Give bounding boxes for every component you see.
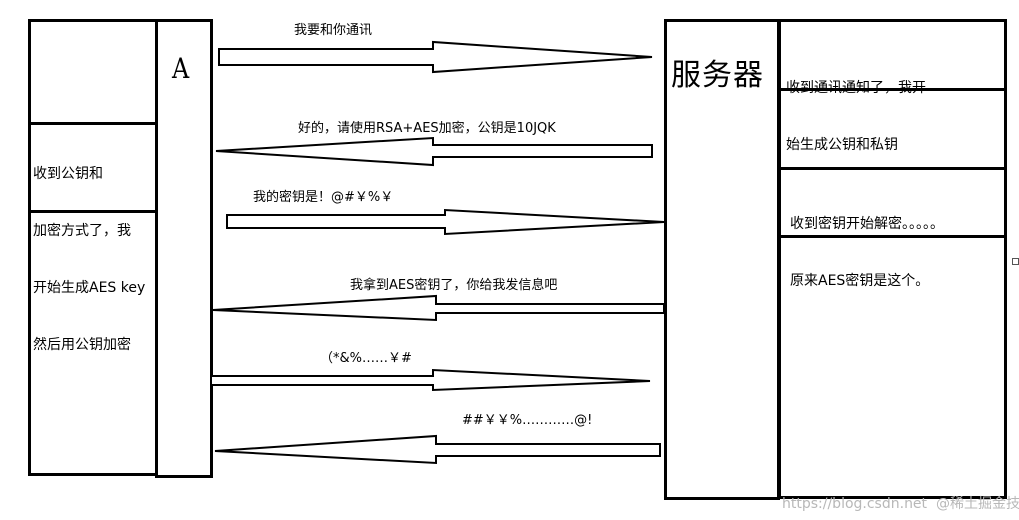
client-note-line: 然后用公钥加密 (33, 337, 131, 353)
client-note-divider-top (28, 122, 156, 125)
client-note-line: 开始生成AES key (33, 280, 146, 296)
client-note-divider-bottom (28, 210, 156, 213)
server-note-line: 始生成公钥和私钥 (786, 137, 898, 153)
arrow-to-server-3 (226, 208, 665, 236)
message-label: 好的，请使用RSA+AES加密，公钥是10JQK (298, 121, 556, 136)
server-note-divider-3 (778, 235, 1005, 238)
client-outer-box (28, 19, 158, 476)
message-label: 我的密钥是！@#￥%￥ (253, 190, 394, 205)
server-note-divider-2 (778, 167, 1005, 170)
server-note-line: 收到通讯通知了，我开 (786, 80, 926, 96)
server-label: 服务器 (671, 58, 764, 93)
client-label: A (172, 52, 190, 85)
server-note-line: 原来AES密钥是这个。 (790, 273, 930, 289)
client-note-line: 加密方式了，我 (33, 223, 131, 239)
arrow-to-client-2 (215, 136, 653, 167)
arrow-to-server-1 (218, 40, 653, 74)
client-lifeline (155, 19, 213, 478)
message-label: ##￥￥%…………@! (462, 413, 593, 428)
client-note: 收到公钥和 加密方式了，我 开始生成AES key 然后用公钥加密 (33, 127, 145, 374)
arrow-to-client-4 (212, 294, 665, 322)
server-note-line: 收到密钥开始解密。。。。。 (790, 216, 944, 232)
message-label: 我要和你通讯 (294, 23, 373, 38)
server-note-column (778, 19, 1007, 499)
arrow-to-server-5 (210, 368, 651, 392)
message-label: 我拿到AES密钥了，你给我发信息吧 (350, 278, 558, 293)
client-note-line: 收到公钥和 (33, 166, 103, 182)
server-note-2: 收到密钥开始解密。。。。。 原来AES密钥是这个。 (790, 177, 944, 310)
message-label: （*&%……￥# (320, 351, 412, 366)
server-note-1: 收到通讯通知了，我开 始生成公钥和私钥 (786, 41, 926, 174)
server-note-divider-1 (778, 88, 1005, 91)
arrow-to-client-6 (214, 434, 661, 465)
watermark: https://blog.csdn.net @稀土掘金技术社区 (782, 496, 1019, 512)
